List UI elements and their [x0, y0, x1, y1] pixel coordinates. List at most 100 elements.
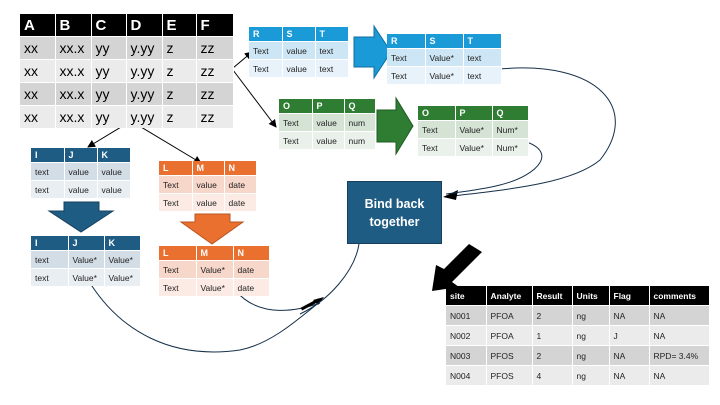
table-cell: Text: [249, 41, 283, 60]
table-cell: Value*: [104, 250, 141, 269]
table-cell: ng: [572, 345, 610, 366]
column-header: N: [233, 246, 270, 261]
table-cell: Value*: [68, 250, 105, 269]
table-cell: xx.x: [55, 105, 92, 128]
table-cell: z: [162, 59, 197, 83]
table-cell: Value*: [68, 268, 105, 286]
table-cell: Value*: [104, 268, 141, 286]
column-header: J: [64, 148, 98, 163]
table-cell: yy: [91, 36, 127, 60]
bind-box-label: Bind back together: [365, 195, 425, 231]
table-row: text value value: [31, 162, 131, 181]
rst-table: R S T Text value text Text value text: [249, 27, 349, 77]
column-header: T: [315, 27, 349, 42]
table-cell: RPD= 3.4%: [649, 345, 710, 366]
column-header: Units: [572, 286, 610, 306]
table-cell: yy: [91, 82, 127, 106]
table-row: Text value date: [159, 193, 257, 211]
table-cell: value: [64, 162, 98, 181]
table-cell: text: [31, 162, 65, 181]
table-cell: NA: [609, 365, 650, 385]
table-cell: 4: [532, 365, 573, 385]
output-arrow-black: [432, 244, 482, 291]
lmn-table: L M N Text value date Text value date: [159, 161, 257, 211]
table-header-row: O P Q: [418, 106, 529, 121]
table-cell: date: [224, 193, 257, 211]
table-cell: PFOS: [486, 365, 533, 385]
column-header: E: [162, 14, 197, 37]
bind-back-together-box: Bind back together: [347, 181, 442, 244]
table-cell: value: [312, 131, 345, 149]
column-header: P: [312, 99, 345, 114]
table-cell: Num*: [492, 120, 529, 139]
table-row: xx xx.x yy y.yy z zz: [20, 59, 234, 83]
ijk-table: I J K text value value text value value: [31, 148, 131, 198]
transform-arrow-blue: [353, 24, 392, 80]
table-cell: 1: [532, 325, 573, 346]
transform-arrow-orange: [179, 213, 245, 245]
column-header: L: [159, 246, 197, 261]
table-row: xx xx.x yy y.yy z zz: [20, 82, 234, 106]
table-header-row: L M N: [159, 161, 257, 176]
table-cell: xx: [20, 82, 56, 106]
table-cell: 2: [532, 345, 573, 366]
table-header-row: I J K: [31, 148, 131, 163]
bind-box-line1: Bind back: [364, 196, 425, 211]
column-header: F: [196, 14, 234, 37]
merge-curve-lmn: [234, 289, 321, 311]
opq-table: O P Q Text value num Text value num: [279, 99, 376, 149]
table-cell: y.yy: [126, 105, 163, 128]
table-cell: value: [64, 180, 98, 198]
final-result-table: site Analyte Result Units Flag comments …: [446, 286, 710, 385]
table-cell: text: [463, 66, 502, 84]
column-header: J: [68, 236, 105, 251]
table-cell: Text: [418, 138, 456, 156]
table-cell: xx.x: [55, 59, 92, 83]
table-row: xx xx.x yy y.yy z zz: [20, 105, 234, 128]
table-cell: y.yy: [126, 36, 163, 60]
column-header: B: [55, 14, 92, 37]
table-row: Text value text: [249, 41, 349, 60]
table-row: N002 PFOA 1 ng J NA: [446, 325, 710, 346]
table-row: text Value* Value*: [31, 250, 141, 269]
table-cell: value: [312, 113, 345, 132]
table-cell: Text: [387, 66, 426, 84]
table-cell: z: [162, 105, 197, 128]
table-cell: PFOA: [486, 325, 533, 346]
column-header: T: [463, 34, 502, 49]
table-row: Text Value* date: [159, 260, 270, 279]
column-header: P: [455, 106, 493, 121]
column-header: N: [224, 161, 257, 176]
transform-arrow-green: [376, 96, 414, 156]
column-header: R: [387, 34, 426, 49]
transform-arrow-navy: [47, 201, 115, 233]
table-cell: J: [609, 325, 650, 346]
table-cell: N002: [446, 325, 487, 346]
table-cell: value: [282, 41, 316, 60]
table-header-row: A B C D E F: [20, 14, 234, 37]
table-cell: Value*: [425, 48, 464, 67]
table-cell: N001: [446, 305, 487, 326]
table-cell: text: [315, 41, 349, 60]
table-cell: zz: [196, 59, 234, 83]
table-cell: text: [315, 59, 349, 77]
table-cell: Text: [279, 113, 313, 132]
merge-curve-rst: [444, 67, 616, 198]
table-cell: value: [97, 162, 131, 181]
table-cell: date: [224, 175, 257, 194]
table-cell: yy: [91, 105, 127, 128]
table-cell: Text: [159, 260, 197, 279]
table-cell: xx: [20, 105, 56, 128]
table-cell: NA: [609, 345, 650, 366]
table-header-row: R S T: [249, 27, 349, 42]
table-row: Text value text: [249, 59, 349, 77]
table-row: Text Value* Num*: [418, 120, 529, 139]
table-row: Text value date: [159, 175, 257, 194]
column-header: K: [104, 236, 141, 251]
column-header: M: [196, 246, 234, 261]
table-cell: N003: [446, 345, 487, 366]
column-header: M: [192, 161, 225, 176]
table-cell: value: [192, 193, 225, 211]
table-cell: Value*: [455, 120, 493, 139]
table-row: xx xx.x yy y.yy z zz: [20, 36, 234, 60]
